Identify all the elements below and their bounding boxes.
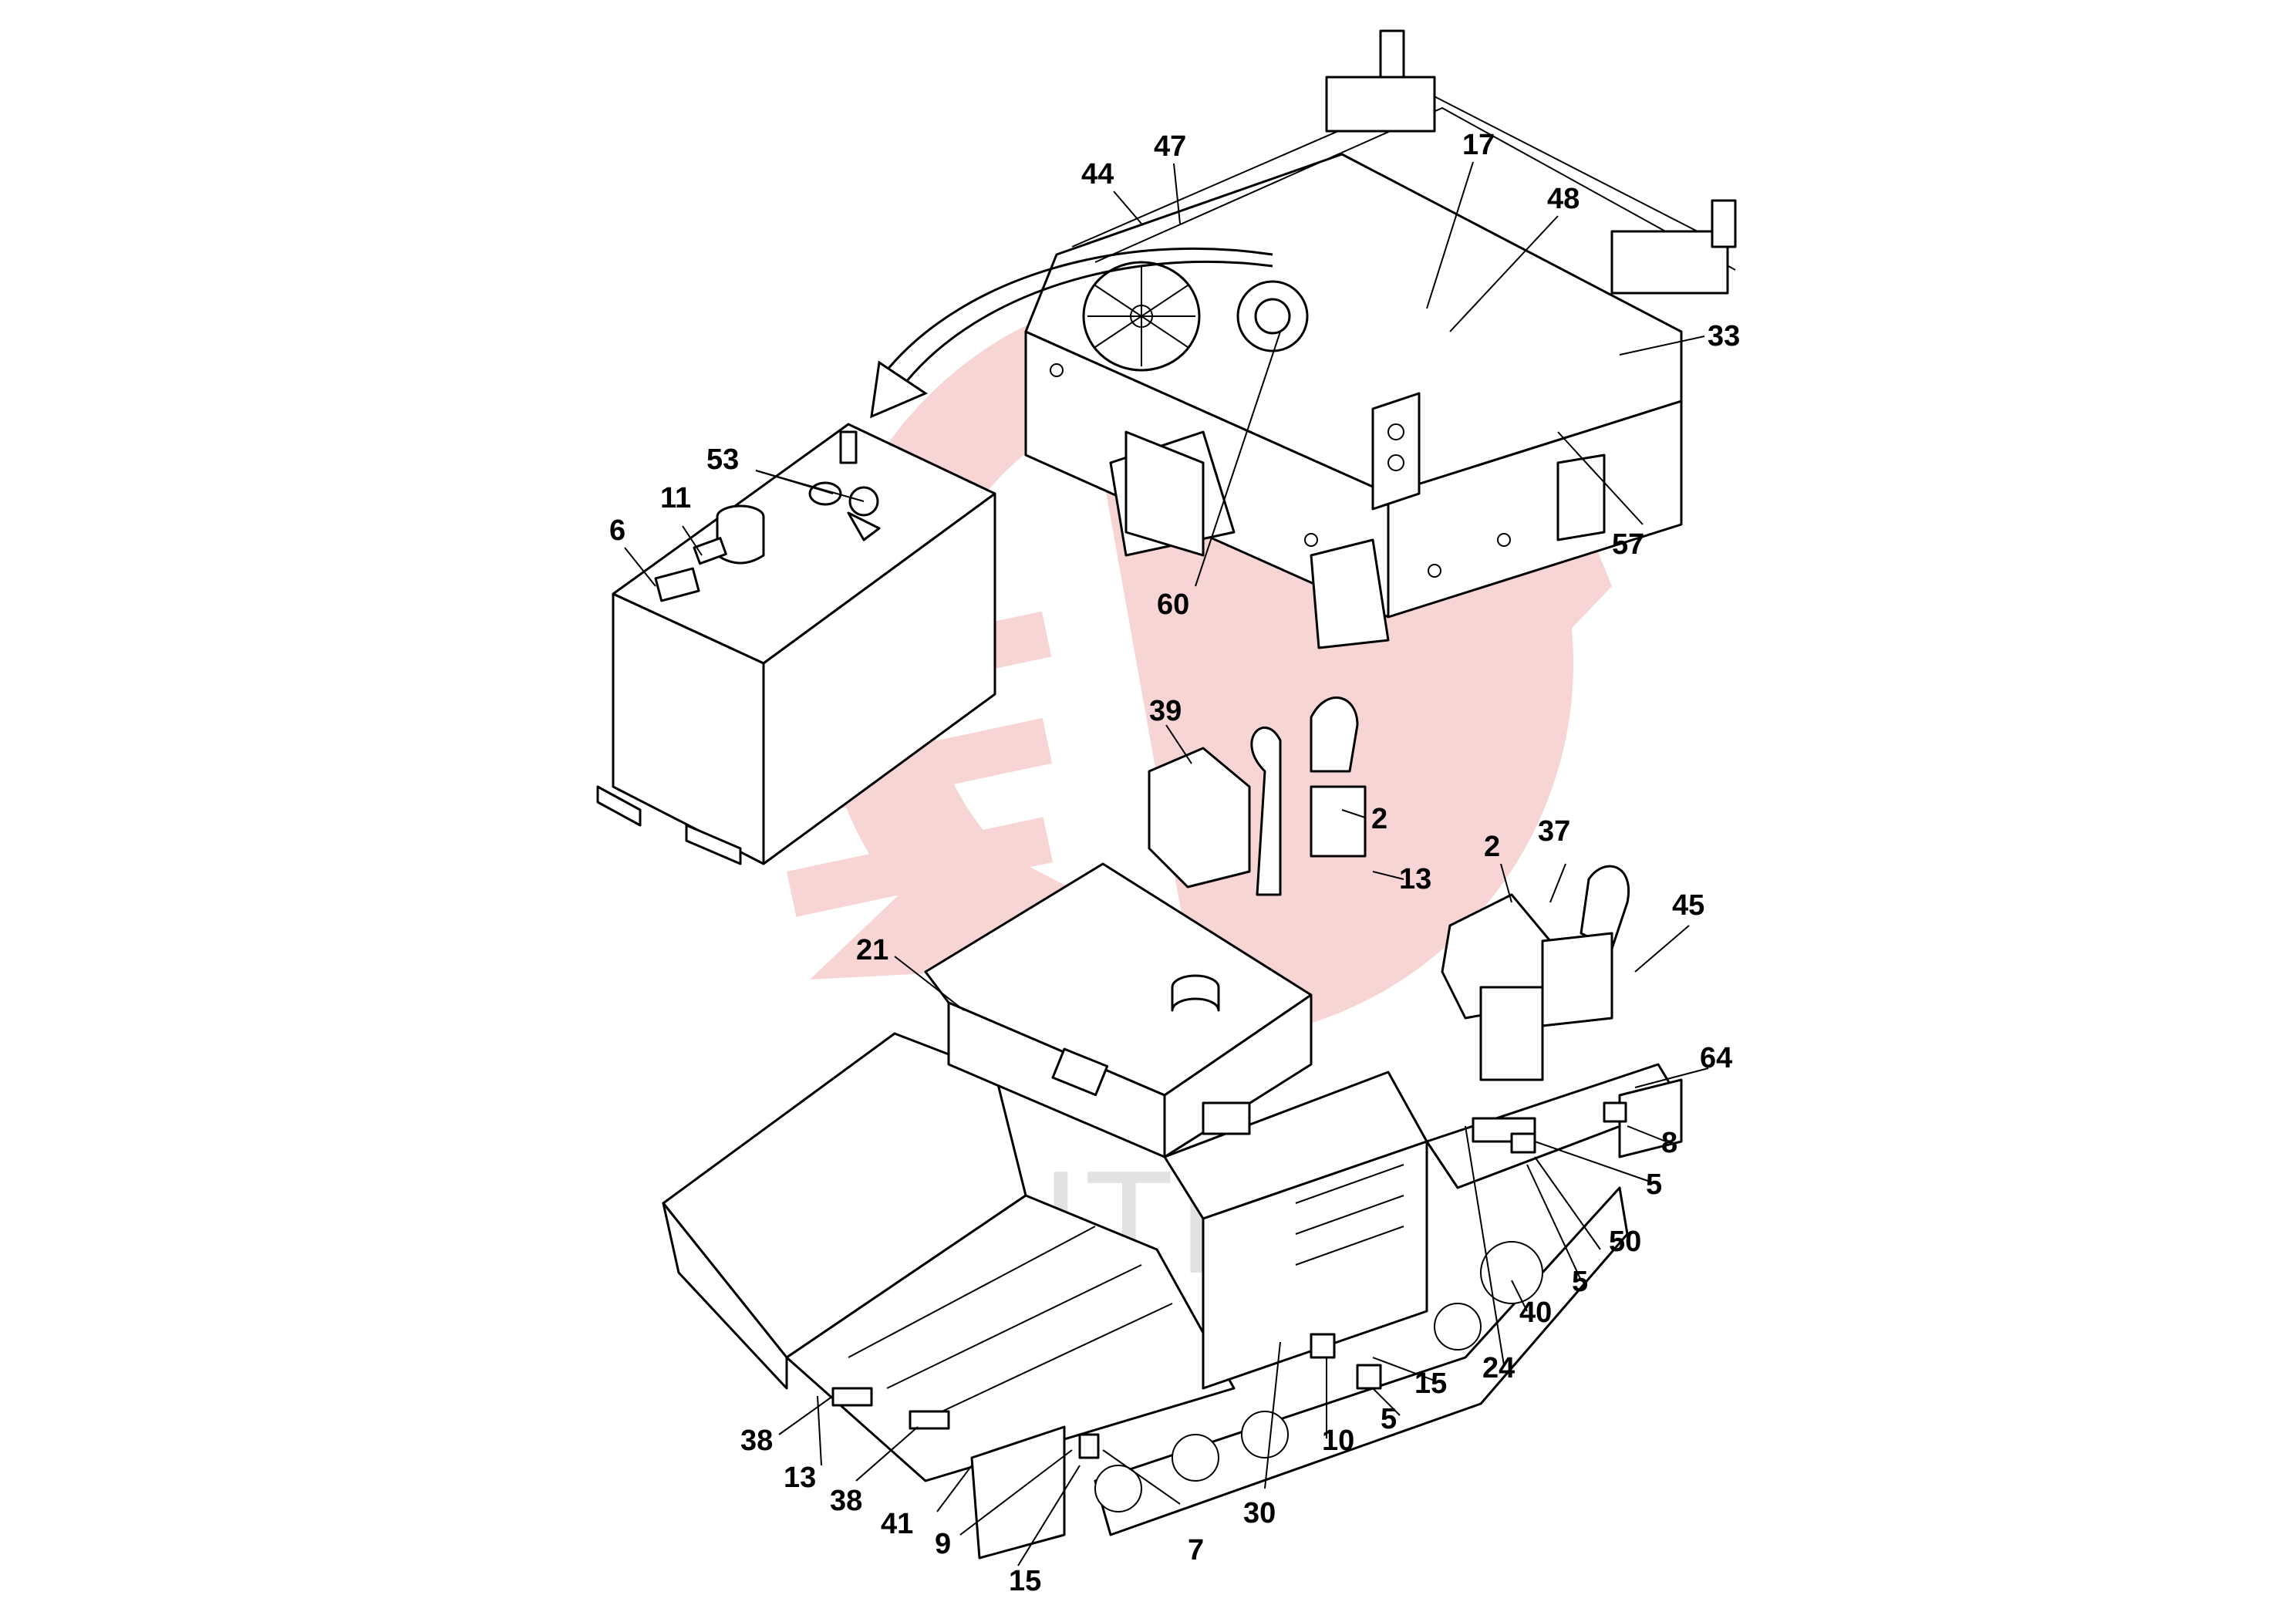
callout-11: 11 [660,482,691,514]
relocation-arrow [870,247,1273,419]
callout-5-rear: 5 [1646,1168,1662,1201]
engine-frame-assembly [1024,29,1737,649]
callout-57: 57 [1612,528,1644,561]
callout-41: 41 [881,1508,913,1540]
callout-17: 17 [1462,129,1495,161]
callout-9: 9 [935,1528,951,1560]
paver-machine [662,696,1683,1560]
callout-60: 60 [1157,588,1189,621]
callout-40: 40 [1519,1297,1552,1329]
callout-13-front: 13 [784,1462,816,1494]
callout-47: 47 [1154,130,1186,163]
callout-2-right: 2 [1484,831,1500,863]
callout-15-side: 15 [1414,1367,1447,1400]
callout-39: 39 [1149,695,1182,727]
callout-24: 24 [1482,1352,1515,1384]
callout-2-left: 2 [1371,803,1387,835]
callout-13-seat: 13 [1399,863,1431,895]
callout-15-front: 15 [1009,1565,1041,1597]
cooling-fan [1082,261,1201,372]
callout-5-mid: 5 [1572,1266,1588,1298]
callout-6: 6 [609,514,625,547]
callout-44: 44 [1081,158,1114,191]
callout-53: 53 [706,443,739,476]
callout-30: 30 [1243,1497,1276,1529]
callout-50: 50 [1609,1226,1641,1258]
callout-5-side: 5 [1381,1403,1397,1435]
callout-labels: 44 47 17 48 33 57 60 53 11 6 39 2 13 2 3… [609,129,1740,1597]
callout-8: 8 [1661,1127,1677,1159]
callout-38-upper: 38 [740,1425,773,1457]
callout-38-lower: 38 [830,1485,862,1517]
callout-48: 48 [1547,183,1580,215]
leader-lines [624,161,1709,1566]
callout-33: 33 [1708,320,1740,352]
callout-64: 64 [1700,1042,1732,1074]
fuel-tank [596,423,996,865]
callout-7: 7 [1188,1534,1204,1566]
callout-21: 21 [856,934,888,966]
callout-45: 45 [1672,889,1704,922]
callout-37: 37 [1538,815,1570,848]
callout-10: 10 [1322,1425,1354,1457]
